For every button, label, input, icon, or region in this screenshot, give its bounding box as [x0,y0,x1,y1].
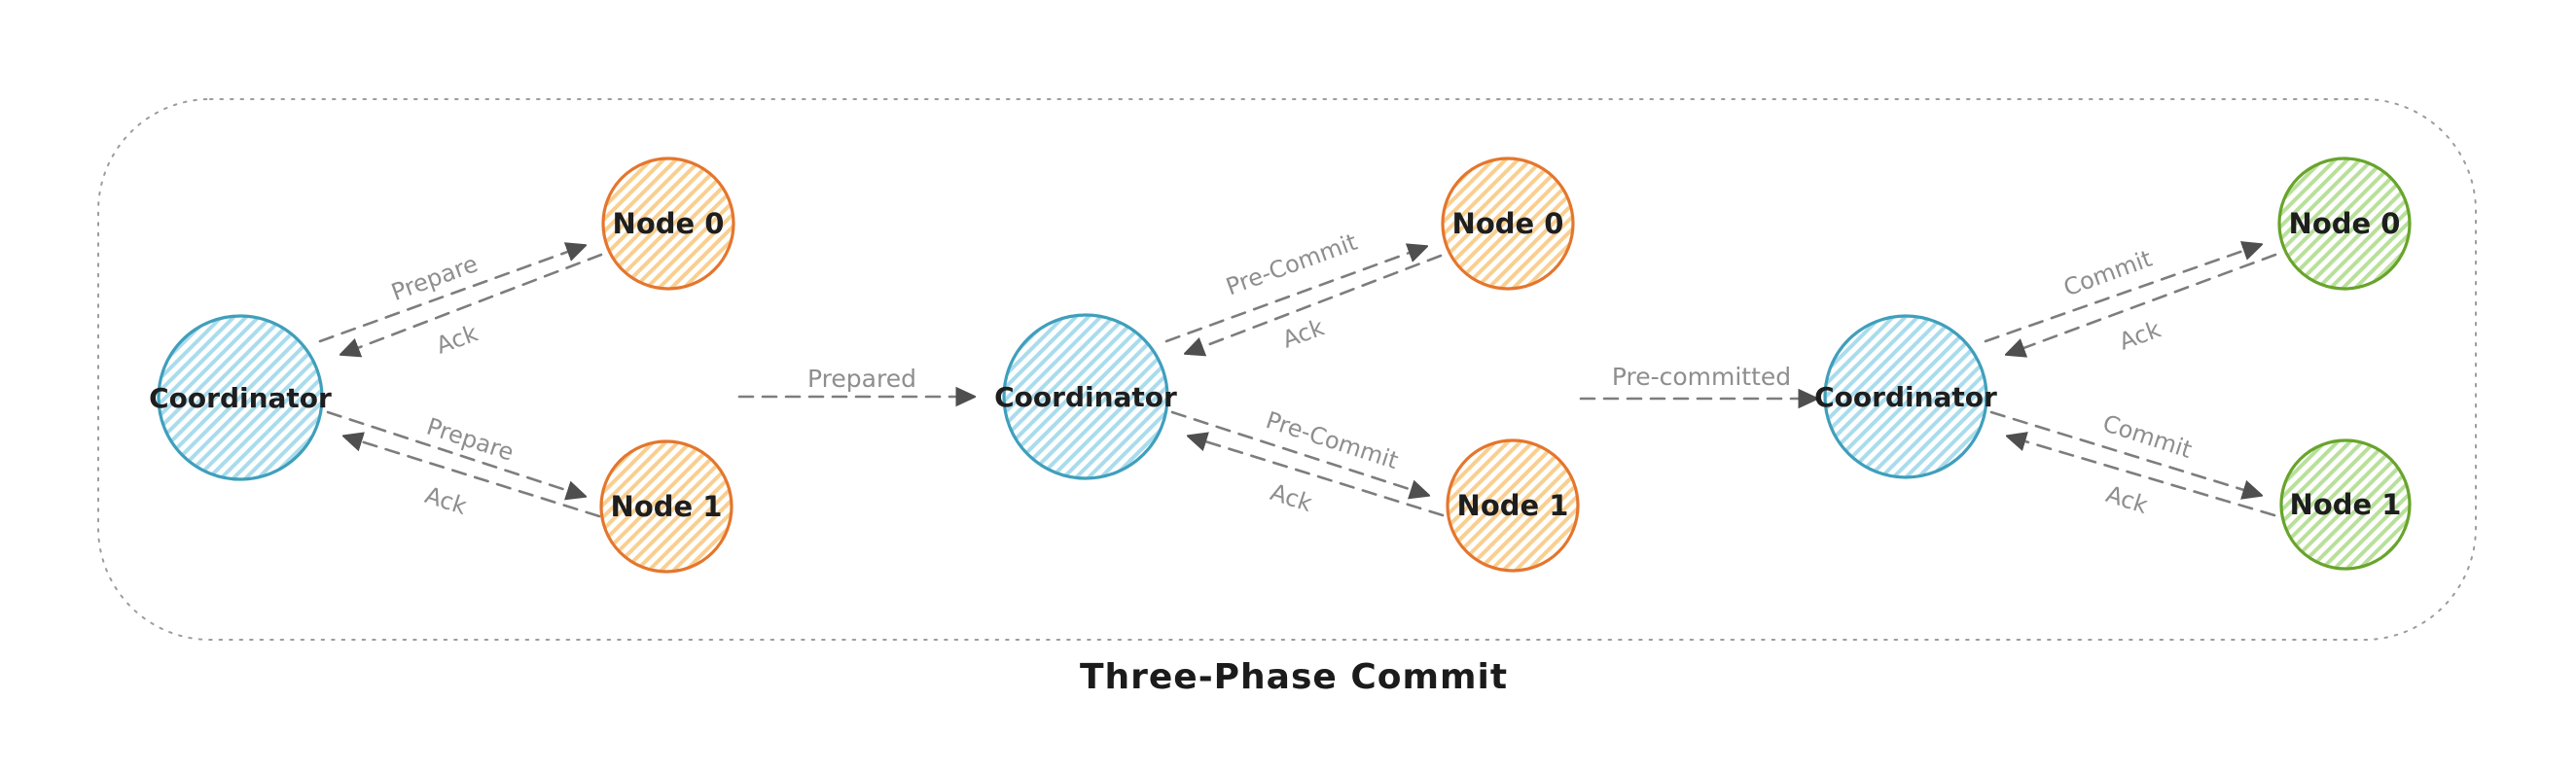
ack-label-bottom: Ack [1267,478,1315,517]
pre-committed-label: Pre-committed [1612,363,1791,391]
node-0-circle [601,157,735,291]
node-1-label: Node 1 [611,490,723,523]
ack-arrow-from-node0 [2008,253,2277,354]
ack-label-bottom: Ack [2102,480,2151,519]
node-0-circle [1441,157,1575,291]
prepare-label-top: Prepare [388,250,482,306]
diagram-border [97,98,2477,641]
transition-prepared: Prepared [737,365,973,397]
coordinator-label: Coordinator [1814,381,1997,413]
node-1-circle [1446,438,1580,573]
commit-label-bottom: Commit [2099,409,2195,464]
node-0-label: Node 0 [613,207,725,240]
ack-label-bottom: Ack [421,481,470,520]
ack-arrow-from-node1 [1190,437,1445,517]
coordinator-circle [1823,314,1988,479]
ack-label-top: Ack [1279,314,1328,354]
node-0-label: Node 0 [1452,207,1564,240]
node-1-circle [599,439,733,574]
node-1-label: Node 1 [2290,488,2402,521]
coordinator-circle [157,314,324,481]
pre-commit-arrow-to-node0 [1164,247,1425,343]
ack-label-top: Ack [2116,316,2165,356]
commit-arrow-to-node0 [1984,245,2260,343]
pre-commit-arrow-to-node1 [1170,410,1427,495]
phase-pre-commit: Coordinator Node 0 Node 1 Pre-Commit Ack… [994,157,1580,573]
ack-label-top: Ack [433,320,482,360]
transition-pre-committed: Pre-committed [1579,363,1815,399]
node-0-label: Node 0 [2289,207,2401,240]
node-1-label: Node 1 [1457,489,1569,522]
pre-commit-label-top: Pre-Commit [1223,228,1361,301]
node-1-circle [2279,438,2412,571]
prepare-arrow-to-node0 [318,246,584,343]
phase-prepare: Coordinator Node 0 Node 1 Prepare Ack Pr… [149,157,735,574]
commit-arrow-to-node1 [1989,410,2260,495]
coordinator-circle [1002,313,1169,480]
coordinator-label: Coordinator [994,381,1177,413]
prepare-arrow-to-node1 [326,410,584,496]
node-0-circle [2277,157,2412,291]
ack-arrow-from-node0 [342,253,603,354]
commit-label-top: Commit [2060,245,2156,302]
ack-arrow-from-node1 [345,437,601,518]
phase-commit: Coordinator Node 0 Node 1 Commit Ack Com… [1814,157,2412,571]
prepared-label: Prepared [807,365,916,393]
ack-arrow-from-node1 [2009,437,2276,517]
diagram-title: Three-Phase Commit [1080,657,1508,697]
coordinator-label: Coordinator [149,382,332,414]
